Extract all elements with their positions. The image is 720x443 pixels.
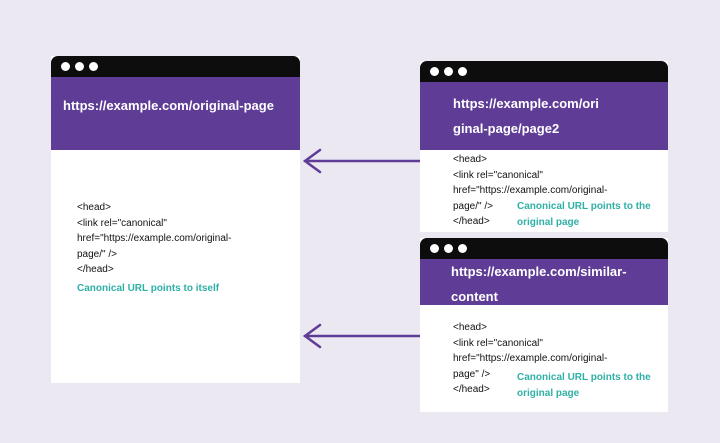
- window-dot-icon: [458, 67, 467, 76]
- window-dot-icon: [75, 62, 84, 71]
- code-line: </head>: [453, 384, 490, 395]
- code-line: page/" />: [453, 200, 493, 212]
- canonical-note: Canonical URL points to itself: [77, 283, 220, 294]
- window-dot-icon: [458, 244, 467, 253]
- arrow-similar-to-original: [302, 323, 422, 349]
- code-line: <link rel="canonical": [453, 337, 543, 349]
- code-line: href="https://example.com/original-: [453, 185, 608, 196]
- url-text: content: [451, 289, 498, 304]
- arrow-page2-to-original: [302, 148, 422, 174]
- window-titlebar: [51, 56, 300, 77]
- code-line: <head>: [453, 154, 487, 165]
- window-dot-icon: [430, 67, 439, 76]
- url-header: https://example.com/original-page: [51, 77, 300, 150]
- code-line: page/" />: [77, 248, 117, 260]
- code-line: <link rel="canonical": [77, 217, 167, 229]
- code-snippet: <head> <link rel="canonical" href="https:/…: [77, 200, 231, 278]
- window-dot-icon: [89, 62, 98, 71]
- window-dot-icon: [444, 244, 453, 253]
- code-line: href="https://example.com/original-: [77, 233, 232, 244]
- url-header: https://example.com/similar-content: [420, 259, 668, 305]
- original-page-window: https://example.com/original-page <head>…: [51, 56, 300, 383]
- window-dot-icon: [430, 244, 439, 253]
- code-snippet: <head> <link rel="canonical" href="https:/…: [453, 152, 607, 230]
- window-titlebar: [420, 238, 668, 259]
- code-line: <head>: [453, 322, 487, 333]
- code-line: page" />: [453, 368, 491, 380]
- window-dot-icon: [444, 67, 453, 76]
- code-line: <head>: [77, 202, 111, 213]
- url-text: https://example.com/ori: [453, 96, 599, 111]
- similar-content-window: https://example.com/similar-content <hea…: [420, 238, 668, 412]
- code-line: </head>: [77, 264, 114, 275]
- code-snippet: <head> <link rel="canonical" href="https:/…: [453, 320, 607, 398]
- code-line: </head>: [453, 216, 490, 227]
- window-titlebar: [420, 61, 668, 82]
- url-header: https://example.com/ori ginal-page/page2: [420, 82, 668, 150]
- window-dot-icon: [61, 62, 70, 71]
- url-text: ginal-page/page2: [453, 121, 560, 136]
- code-line: href="https://example.com/original-: [453, 353, 608, 364]
- code-line: <link rel="canonical": [453, 169, 543, 181]
- url-text: https://example.com/similar-: [451, 264, 627, 279]
- url-text: https://example.com/original-page: [63, 98, 274, 113]
